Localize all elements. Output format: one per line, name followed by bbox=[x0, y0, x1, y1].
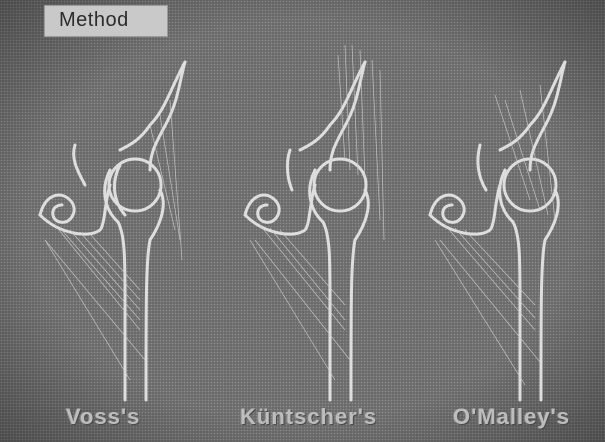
label-voss: Voss's bbox=[66, 404, 140, 430]
label-kuntscher: Küntscher's bbox=[240, 404, 377, 430]
label-omalley: O'Malley's bbox=[453, 404, 570, 430]
title-box: Method bbox=[44, 5, 168, 37]
page-title: Method bbox=[59, 9, 129, 32]
